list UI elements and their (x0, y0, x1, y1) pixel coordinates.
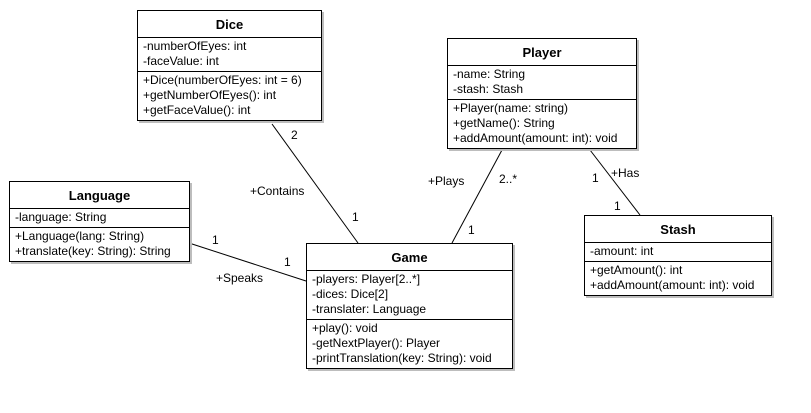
dice-operation: +getFaceValue(): int (143, 103, 251, 117)
game-operations: +play(): void -getNextPlayer(): Player -… (307, 319, 512, 368)
language-attributes: -language: String (10, 209, 189, 227)
player-attributes: -name: String -stash: Stash (448, 66, 636, 99)
stash-class-name: Stash (585, 216, 771, 243)
speaks-language-multiplicity: 1 (212, 233, 219, 247)
has-label: +Has (611, 166, 640, 180)
game-attribute: -players: Player[2..*] (312, 272, 421, 286)
contains-line (271, 123, 359, 244)
speaks-line (188, 242, 307, 282)
dice-operation: +getNumberOfEyes(): int (143, 88, 277, 102)
has-line (589, 149, 641, 216)
dice-class[interactable]: Dice -numberOfEyes: int -faceValue: int … (137, 10, 322, 121)
player-attribute: -stash: Stash (453, 82, 524, 96)
contains-game-multiplicity: 1 (352, 210, 359, 224)
player-operations: +Player(name: string) +getName(): String… (448, 99, 636, 148)
player-attribute: -name: String (453, 67, 526, 81)
speaks-game-multiplicity: 1 (284, 255, 291, 269)
language-attribute: -language: String (15, 210, 107, 224)
has-stash-multiplicity: 1 (614, 199, 621, 213)
has-player-multiplicity: 1 (592, 171, 599, 185)
game-attributes: -players: Player[2..*] -dices: Dice[2] -… (307, 271, 512, 319)
contains-dice-multiplicity: 2 (291, 128, 298, 142)
dice-attribute: -faceValue: int (143, 54, 219, 68)
player-class[interactable]: Player -name: String -stash: Stash +Play… (447, 38, 637, 149)
stash-operations: +getAmount(): int +addAmount(amount: int… (585, 261, 771, 295)
speaks-label: +Speaks (216, 271, 264, 285)
game-operation: -getNextPlayer(): Player (312, 336, 441, 350)
plays-game-multiplicity: 1 (468, 223, 475, 237)
language-operation: +Language(lang: String) (15, 229, 145, 243)
player-operation: +getName(): String (453, 116, 555, 130)
stash-operation: +addAmount(amount: int): void (590, 278, 755, 292)
game-operation: -printTranslation(key: String): void (312, 351, 492, 365)
game-attribute: -translater: Language (312, 302, 427, 316)
plays-player-multiplicity: 2..* (499, 172, 518, 186)
game-attribute: -dices: Dice[2] (312, 287, 389, 301)
game-operation: +play(): void (312, 321, 378, 335)
game-class-name: Game (307, 244, 512, 271)
plays-line (451, 149, 503, 244)
dice-operations: +Dice(numberOfEyes: int = 6) +getNumberO… (138, 71, 321, 120)
game-class[interactable]: Game -players: Player[2..*] -dices: Dice… (306, 243, 513, 369)
plays-label: +Plays (428, 174, 465, 188)
dice-attributes: -numberOfEyes: int -faceValue: int (138, 38, 321, 71)
player-operation: +Player(name: string) (453, 101, 569, 115)
language-class-name: Language (10, 182, 189, 209)
language-class[interactable]: Language -language: String +Language(lan… (9, 181, 190, 262)
stash-operation: +getAmount(): int (590, 263, 683, 277)
dice-attribute: -numberOfEyes: int (143, 39, 247, 53)
language-operations: +Language(lang: String) +translate(key: … (10, 227, 189, 261)
dice-class-name: Dice (138, 11, 321, 38)
player-operation: +addAmount(amount: int): void (453, 131, 618, 145)
dice-operation: +Dice(numberOfEyes: int = 6) (143, 73, 302, 87)
stash-attribute: -amount: int (590, 244, 654, 258)
player-class-name: Player (448, 39, 636, 66)
language-operation: +translate(key: String): String (15, 244, 171, 258)
stash-class[interactable]: Stash -amount: int +getAmount(): int +ad… (584, 215, 772, 296)
contains-label: +Contains (250, 184, 305, 198)
stash-attributes: -amount: int (585, 243, 771, 261)
